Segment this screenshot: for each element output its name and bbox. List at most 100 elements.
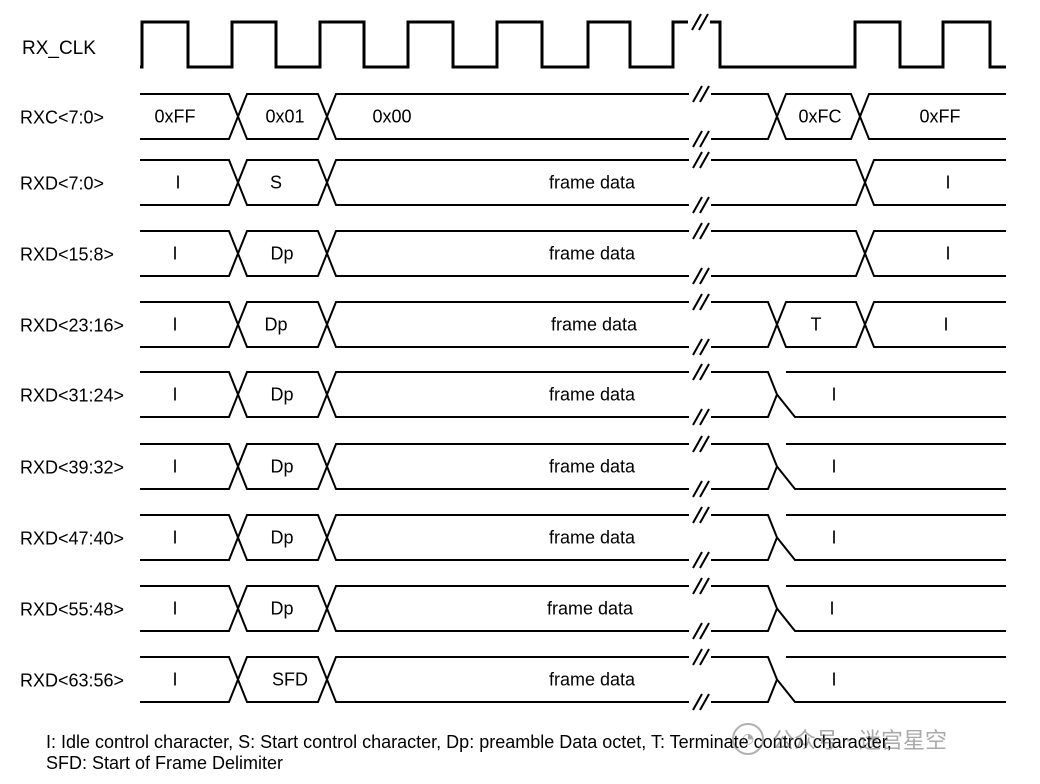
legend-line-1: I: Idle control character, S: Start cont… bbox=[46, 732, 892, 752]
bus-edge bbox=[140, 585, 778, 632]
break-marker bbox=[689, 195, 711, 215]
break-marker bbox=[689, 129, 711, 149]
wechat-icon: ◔ bbox=[732, 723, 764, 755]
break-marker bbox=[689, 550, 711, 570]
bus-edge bbox=[140, 371, 778, 418]
segment-label: frame data bbox=[549, 173, 636, 193]
signal-label: RXD<15:8> bbox=[20, 245, 114, 265]
break-marker bbox=[689, 221, 711, 241]
segment-label: I bbox=[172, 244, 177, 264]
break-marker bbox=[689, 266, 711, 286]
segment-label: Dp bbox=[270, 457, 293, 477]
segment-label: frame data bbox=[547, 599, 634, 619]
segment-label: frame data bbox=[549, 457, 636, 477]
signal-row: RXD<23:16> I Dp frame data T I bbox=[20, 292, 1006, 357]
segment-label: I bbox=[945, 173, 950, 193]
segment-label: Dp bbox=[270, 599, 293, 619]
segment-label: 0x01 bbox=[265, 107, 304, 127]
segment-label: I bbox=[829, 599, 834, 619]
break-marker bbox=[689, 407, 711, 427]
signal-label: RXD<63:56> bbox=[20, 671, 124, 691]
bus-edge bbox=[140, 514, 1006, 561]
signal-label: RXD<7:0> bbox=[20, 174, 104, 194]
break-slash bbox=[691, 13, 702, 31]
bus-edge bbox=[140, 514, 778, 561]
segment-label: frame data bbox=[551, 315, 638, 335]
bus-edge bbox=[140, 656, 778, 703]
bus-edge bbox=[140, 443, 1006, 490]
signal-row: RXD<15:8> I Dp frame data I bbox=[20, 221, 1006, 286]
bus-edge bbox=[140, 230, 1006, 277]
break-marker bbox=[689, 621, 711, 641]
break-marker bbox=[689, 647, 711, 667]
break-marker bbox=[689, 150, 711, 170]
break-marker bbox=[689, 84, 711, 104]
signal-label: RXD<23:16> bbox=[20, 316, 124, 336]
signal-row: RXC<7:0> 0xFF 0x01 0x00 0xFC 0xFF bbox=[20, 84, 1006, 149]
signal-row: RXD<55:48> I Dp frame data I bbox=[20, 576, 1006, 641]
segment-label: I bbox=[831, 670, 836, 690]
break-marker bbox=[689, 576, 711, 596]
segment-label: S bbox=[270, 173, 282, 193]
segment-label: I bbox=[172, 670, 177, 690]
segment-label: 0x00 bbox=[372, 107, 411, 127]
bus-edge bbox=[140, 159, 1006, 206]
legend-footnote: I: Idle control character, S: Start cont… bbox=[46, 732, 1036, 774]
break-marker bbox=[689, 505, 711, 525]
segment-label: I bbox=[175, 173, 180, 193]
segment-label: I bbox=[172, 599, 177, 619]
segment-label: I bbox=[172, 528, 177, 548]
break-marker bbox=[689, 434, 711, 454]
bus-edge bbox=[140, 93, 1006, 140]
break-marker bbox=[689, 292, 711, 312]
segment-label: frame data bbox=[549, 670, 636, 690]
segment-label: frame data bbox=[549, 244, 636, 264]
segment-label: SFD bbox=[272, 670, 308, 690]
bus-edge bbox=[140, 301, 1006, 348]
bus-edge bbox=[140, 371, 1006, 418]
bus-edge bbox=[140, 585, 1006, 632]
watermark-text: 公众号 · 迷宫星空 bbox=[772, 729, 947, 754]
watermark: ◔ 公众号 · 迷宫星空 bbox=[732, 720, 1032, 758]
bus-edge bbox=[140, 443, 778, 490]
signal-label: RXD<55:48> bbox=[20, 600, 124, 620]
bus-edge bbox=[140, 656, 1006, 703]
break-marker bbox=[689, 479, 711, 499]
break-marker bbox=[689, 337, 711, 357]
signal-row: RXD<31:24> I Dp frame data I bbox=[20, 362, 1006, 427]
break-slash bbox=[698, 13, 709, 31]
segment-label: Dp bbox=[270, 385, 293, 405]
signal-row: RXD<39:32> I Dp frame data I bbox=[20, 434, 1006, 499]
segment-label: I bbox=[172, 457, 177, 477]
segment-label: Dp bbox=[270, 244, 293, 264]
signal-label: RXD<39:32> bbox=[20, 458, 124, 478]
segment-label: Dp bbox=[270, 528, 293, 548]
clock-label: RX_CLK bbox=[22, 38, 96, 59]
legend-line-2: SFD: Start of Frame Delimiter bbox=[46, 753, 284, 773]
break-marker bbox=[689, 362, 711, 382]
signal-row: RXD<63:56> I SFD frame data I bbox=[20, 647, 1006, 712]
segment-label: frame data bbox=[549, 528, 636, 548]
segment-label: I bbox=[831, 528, 836, 548]
segment-label: I bbox=[831, 457, 836, 477]
signal-label: RXC<7:0> bbox=[20, 108, 104, 128]
segment-label: I bbox=[831, 385, 836, 405]
segment-label: frame data bbox=[549, 385, 636, 405]
segment-label: 0xFF bbox=[154, 107, 195, 127]
segment-label: 0xFF bbox=[919, 107, 960, 127]
segment-label: I bbox=[172, 385, 177, 405]
break-marker bbox=[689, 692, 711, 712]
segment-label: I bbox=[945, 244, 950, 264]
segment-label: 0xFC bbox=[798, 107, 841, 127]
signal-label: RXD<31:24> bbox=[20, 386, 124, 406]
segment-label: T bbox=[811, 315, 822, 335]
clock-break-marker bbox=[688, 13, 710, 34]
segment-label: I bbox=[172, 315, 177, 335]
clock-waveform bbox=[140, 20, 1006, 69]
segment-label: Dp bbox=[264, 315, 287, 335]
segment-label: I bbox=[943, 315, 948, 335]
